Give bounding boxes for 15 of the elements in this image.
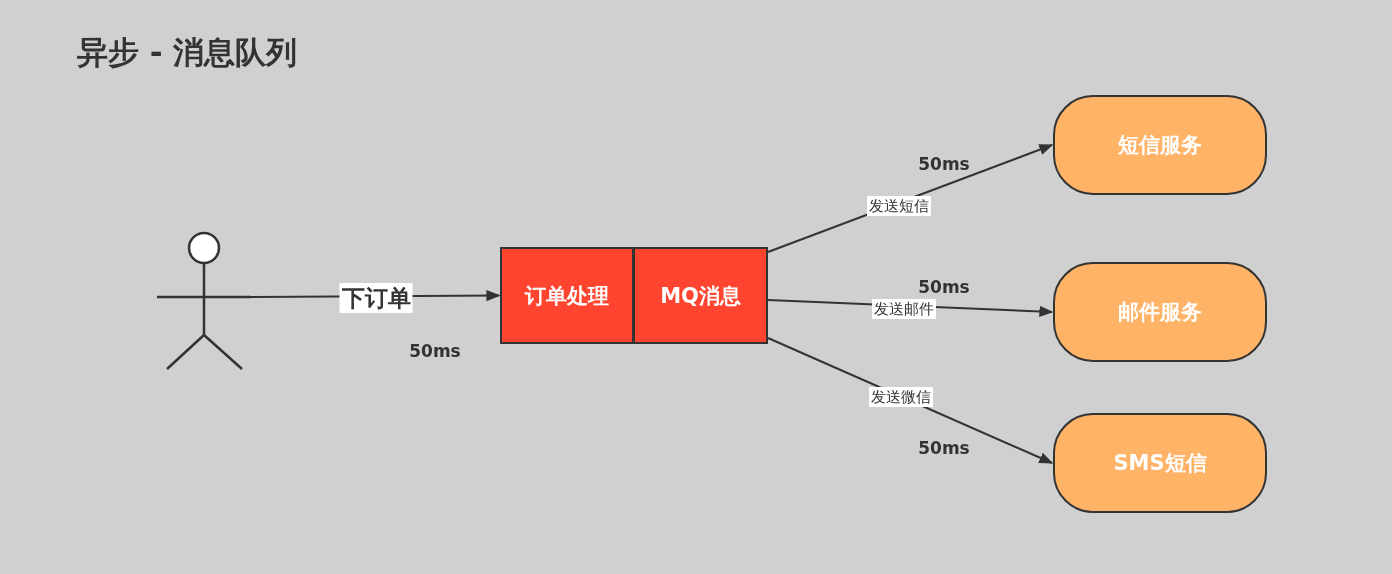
person-figure [157, 230, 251, 370]
duration-label: 50ms [409, 341, 461, 361]
title: 异步 - 消息队列 [77, 33, 298, 72]
edge-label: 发送短信 [867, 196, 931, 216]
duration-label: 50ms [918, 277, 970, 297]
duration-label: 50ms [918, 438, 970, 458]
edge-label: 发送微信 [869, 387, 933, 407]
edge-label: 下订单 [339, 283, 413, 313]
edge-label: 发送邮件 [872, 299, 936, 319]
process-box: MQ消息 [633, 247, 768, 344]
service-box: SMS短信 [1053, 413, 1267, 513]
service-box: 短信服务 [1053, 95, 1267, 195]
duration-label: 50ms [918, 154, 970, 174]
service-box: 邮件服务 [1053, 262, 1267, 362]
process-box: 订单处理 [500, 247, 634, 344]
